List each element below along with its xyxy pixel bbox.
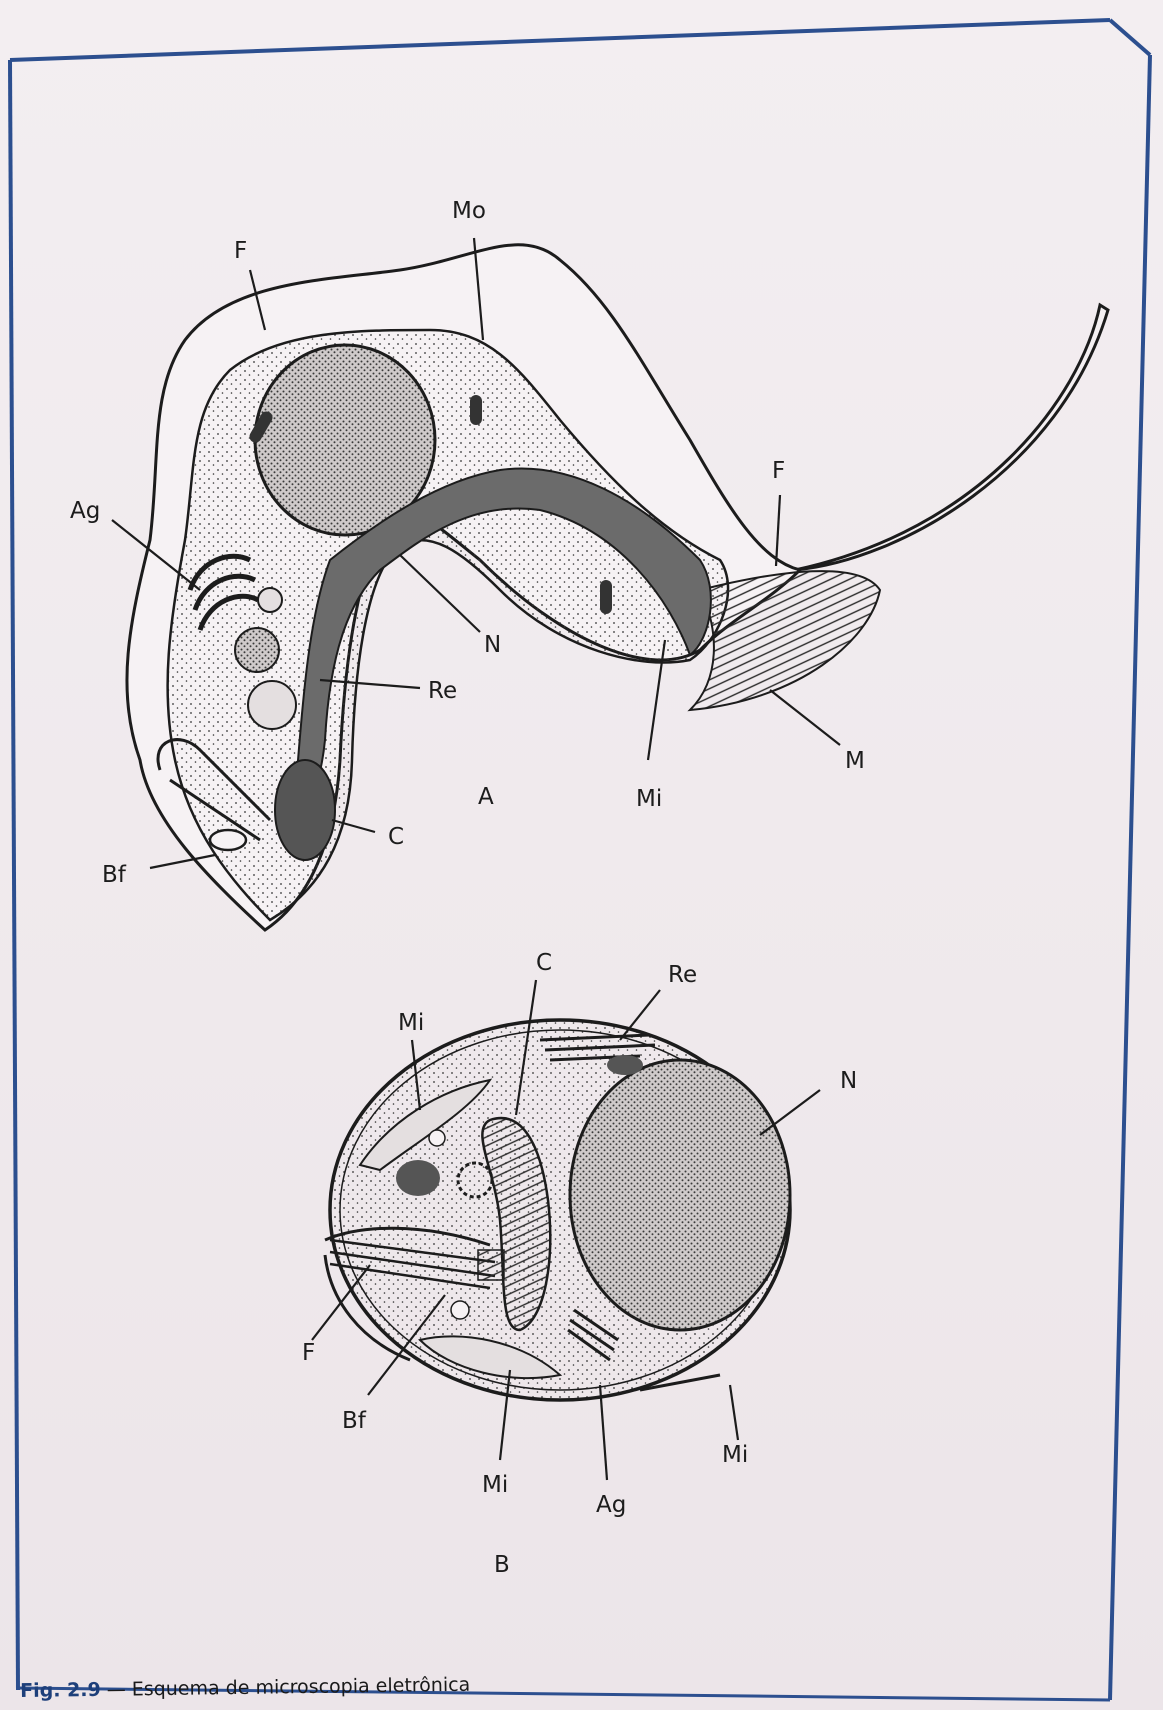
diagram-a-trypanosome xyxy=(127,245,1108,930)
basal-body xyxy=(210,830,246,850)
vesicle-dark-b xyxy=(396,1160,440,1196)
vesicle-small-1 xyxy=(429,1130,445,1146)
label-b-re: Re xyxy=(668,962,697,988)
label-a-n: N xyxy=(484,632,501,658)
label-a-m: M xyxy=(845,748,865,774)
panel-label-b: B xyxy=(494,1552,510,1578)
caption-text: — Esquema de microscopia eletrônica xyxy=(101,1674,471,1701)
vesicle-small-2 xyxy=(451,1301,469,1319)
label-b-mi-top: Mi xyxy=(398,1010,424,1036)
label-b-f: F xyxy=(302,1340,315,1366)
vacuole-3 xyxy=(258,588,282,612)
panel-label-a: A xyxy=(478,784,494,810)
label-b-mi-bottom: Mi xyxy=(482,1472,508,1498)
label-a-mi: Mi xyxy=(636,786,662,812)
flagellum-tail xyxy=(795,305,1108,570)
label-a-re: Re xyxy=(428,678,457,704)
vacuole-1 xyxy=(235,628,279,672)
caption-number: Fig. 2.9 xyxy=(20,1679,101,1702)
label-a-ag: Ag xyxy=(70,498,100,524)
label-b-bf: Bf xyxy=(342,1408,367,1434)
label-b-mi-right: Mi xyxy=(722,1442,748,1468)
label-a-f-right: F xyxy=(772,458,785,484)
nucleus-b xyxy=(570,1060,790,1330)
label-a-mo: Mo xyxy=(452,198,486,224)
vacuole-2 xyxy=(248,681,296,729)
organelle-rod-2 xyxy=(600,580,612,614)
page-frame xyxy=(10,20,1150,1700)
label-b-n: N xyxy=(840,1068,857,1094)
label-b-c: C xyxy=(536,950,552,976)
organelle-b-dark xyxy=(607,1055,643,1075)
label-a-c: C xyxy=(388,824,404,850)
label-a-f-top: F xyxy=(234,238,247,264)
diagram-b-amastigote xyxy=(325,1020,790,1400)
basal-body-b xyxy=(478,1250,504,1280)
organelle-rod-1 xyxy=(470,395,482,425)
label-b-ag: Ag xyxy=(596,1492,626,1518)
label-a-bf: Bf xyxy=(102,862,127,888)
kinetoplast-a xyxy=(275,760,335,860)
microtubule-fan xyxy=(690,571,880,710)
